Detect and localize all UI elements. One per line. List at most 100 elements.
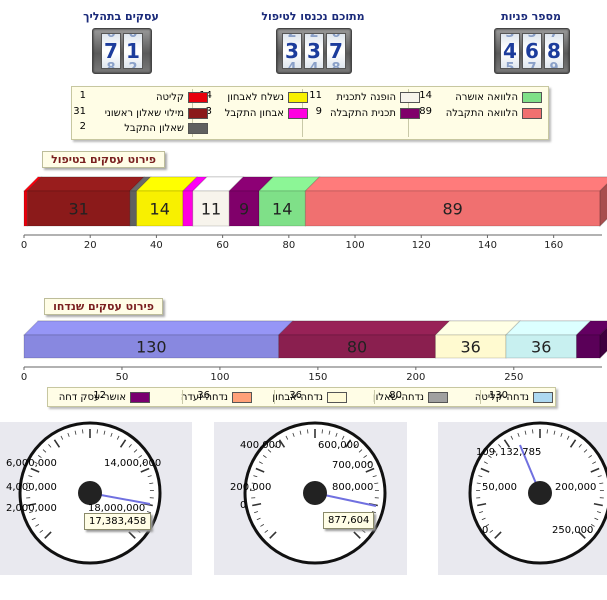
counter-digit-prev: 6	[331, 33, 341, 41]
legend-value: 9	[315, 106, 322, 117]
gauge-tick-label: 0	[482, 525, 489, 536]
counter-digit-value: 7	[104, 39, 118, 63]
legend-item: שאלון התקבל	[124, 121, 208, 135]
x-tick-label: 100	[345, 240, 364, 251]
bar-data-label: 11	[201, 200, 221, 219]
legend-value: 1	[79, 90, 86, 101]
counter-digit-next: 8	[106, 61, 116, 69]
x-tick-label: 100	[210, 372, 229, 383]
gauge-tick-label: 600,000	[318, 440, 360, 451]
legend-label: קליטה	[155, 91, 184, 103]
bar-segment: 11	[191, 176, 245, 227]
x-tick-label: 60	[216, 240, 229, 251]
gauge-tick-label: 800,000	[332, 482, 374, 493]
legend-swatch	[188, 91, 208, 103]
counter-digit-next: 5	[505, 61, 515, 69]
legend-value: 3	[205, 106, 212, 117]
gauge-hub	[78, 481, 102, 505]
gauge-tick-label: 50,000	[482, 482, 517, 493]
gauge-tick-label: 200,000	[230, 482, 272, 493]
counter-digit-next: 2	[128, 61, 138, 69]
legend-label: שאלון התקבל	[124, 122, 184, 134]
legend-swatch	[288, 91, 308, 103]
counter-title-1: עסקים בתהליך	[83, 10, 159, 23]
legend-value: 130	[488, 390, 508, 401]
counter-title-2: מתוכם נכנסו לטיפול	[261, 10, 365, 23]
x-tick-label: 0	[21, 240, 27, 251]
legend-item: אבחון התקבל	[225, 106, 308, 120]
gauge-tick-label: 2,000,000	[6, 503, 57, 514]
bar-segment: 14	[135, 176, 199, 227]
counter-digit-prev: 0	[128, 33, 138, 41]
gauge-tick-label: 14,000,000	[104, 458, 162, 469]
counter-digit-prev: 7	[549, 33, 559, 41]
bar-data-label: 36	[531, 338, 551, 357]
legend-swatch	[327, 391, 347, 403]
legend-in-process: הלוואה אושרה 14 הלוואה התקבלה 89 הופנה לתכני…	[71, 86, 549, 140]
x-tick-label: 40	[150, 240, 163, 251]
legend-item: נדחה-קליטה	[475, 390, 553, 404]
gauge-readout: 877,604	[323, 512, 375, 529]
bar-end-face	[599, 327, 607, 360]
counter-digit-next: 4	[287, 61, 297, 69]
counter-digit-value: 3	[285, 39, 299, 63]
counter-digit-value: 1	[126, 39, 140, 63]
counter-digit-next: 8	[331, 61, 341, 69]
counter-digit-value: 6	[525, 39, 539, 63]
gauge-1	[18, 421, 162, 565]
counter-digit-value: 7	[329, 39, 343, 63]
legend-divider	[374, 390, 375, 404]
legend-value: 89	[419, 106, 432, 117]
counter-digit-value: 8	[547, 39, 561, 63]
legend-swatch	[400, 91, 420, 103]
x-tick-label: 150	[308, 372, 327, 383]
legend-swatch	[533, 391, 553, 403]
x-tick-label: 0	[21, 372, 27, 383]
counter-digit-prev: 2	[287, 33, 297, 41]
legend-item: הלוואה אושרה	[455, 90, 542, 104]
legend-swatch	[188, 122, 208, 134]
legend-divider	[480, 390, 481, 404]
legend-item: הלוואה התקבלה	[446, 106, 542, 120]
legend-swatch	[522, 91, 542, 103]
legend-value: 36	[289, 390, 302, 401]
legend-item: נדחה-שאלון	[373, 390, 448, 404]
counter-digit-value: 3	[307, 39, 321, 63]
bar-end-face	[599, 183, 607, 228]
counter-title-3: מספר פניות	[501, 10, 561, 23]
counter-digit-next: 4	[309, 61, 319, 69]
legend-label: נשלח לאבחון	[227, 91, 284, 103]
x-tick-label: 200	[406, 372, 425, 383]
legend-value: 80	[389, 390, 402, 401]
x-tick-label: 250	[504, 372, 523, 383]
legend-swatch	[428, 391, 448, 403]
bar-data-label: 31	[68, 200, 88, 219]
bar-segment: 89	[304, 176, 607, 227]
bar-data-label: 14	[150, 200, 170, 219]
chart1-title: פירוט עסקים בטיפול	[42, 151, 165, 168]
gauge-tick-label: 132,785	[500, 447, 542, 458]
legend-value: 11	[309, 90, 322, 101]
legend-item: נדחה-אבחון	[272, 390, 347, 404]
x-tick-label: 140	[478, 240, 497, 251]
x-tick-label: 20	[84, 240, 97, 251]
gauge-tick-label: 400,000	[240, 440, 282, 451]
legend-divider	[274, 390, 275, 404]
gauge-hub	[303, 481, 327, 505]
legend-item: קליטה	[156, 90, 208, 104]
legend-swatch	[188, 107, 208, 119]
legend-swatch	[130, 391, 150, 403]
gauge-tick-label: 109,	[476, 447, 499, 458]
legend-label: הלוואה התקבלה	[445, 107, 518, 119]
legend-value: 14	[419, 90, 432, 101]
bar-segment	[575, 320, 607, 359]
legend-label: הלוואה אושרה	[455, 91, 518, 103]
legend-item: הופנה לתכנית	[336, 90, 420, 104]
counter-digit-prev: 2	[309, 33, 319, 41]
